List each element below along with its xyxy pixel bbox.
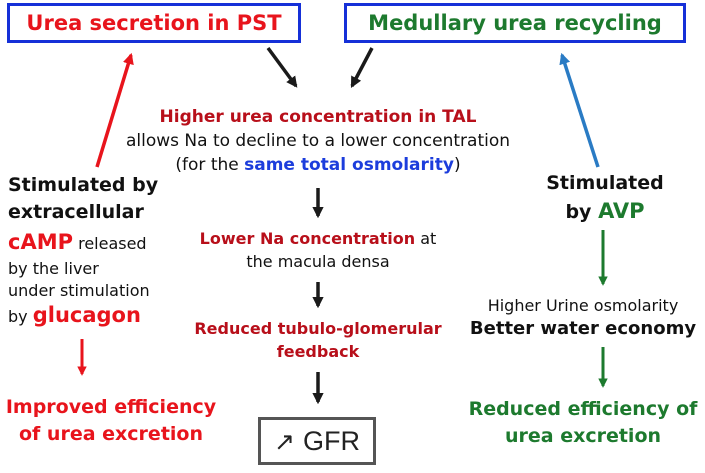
left-line-5: under stimulation xyxy=(8,281,150,300)
arrow-left-up xyxy=(95,52,134,168)
arrow-pst-to-center xyxy=(266,46,298,88)
medullary-urea-recycling-box: Medullary urea recycling xyxy=(344,3,686,43)
center-line-3-suffix: ) xyxy=(453,155,461,175)
left-line-6: by glucagon xyxy=(8,303,141,327)
left-by-text: by xyxy=(8,307,33,326)
left-line-3: cAMP released xyxy=(8,230,147,254)
arrow-recycling-to-center xyxy=(350,47,374,88)
medullary-urea-recycling-label: Medullary urea recycling xyxy=(368,11,662,35)
reduced-efficiency-line-2: urea excretion xyxy=(504,425,662,447)
left-line-1: Stimulated by xyxy=(8,174,159,196)
reduced-tgf-line-1: Reduced tubulo-glomerular xyxy=(194,319,442,338)
lower-na-line-2: the macula densa xyxy=(246,252,390,271)
reduced-efficiency-line-1: Reduced efficiency of xyxy=(468,398,698,420)
right-by-text: by xyxy=(565,201,599,223)
higher-urine-osmolarity: Higher Urine osmolarity xyxy=(487,296,679,315)
arrow-up-right-icon: ↗ xyxy=(274,426,295,456)
same-total-osmolarity-text: same total osmolarity xyxy=(244,155,454,175)
improved-efficiency-line-2: of urea excretion xyxy=(19,423,203,445)
improved-efficiency-line-1: Improved efficiency xyxy=(5,396,217,418)
right-line-2: by AVP xyxy=(535,199,675,223)
center-line-2: allows Na to decline to a lower concentr… xyxy=(125,131,511,151)
center-line-1: Higher urea concentration in TAL xyxy=(159,107,477,127)
urea-secretion-pst-box: Urea secretion in PST xyxy=(7,3,301,43)
left-line-2: extracellular xyxy=(8,201,144,223)
lower-na-rest: at xyxy=(415,229,437,248)
right-line-1: Stimulated xyxy=(546,172,664,194)
center-line-3-prefix: (for the xyxy=(175,155,245,175)
gfr-label: GFR xyxy=(302,425,360,456)
avp-text: AVP xyxy=(598,199,645,223)
gfr-box: ↗ GFR xyxy=(258,417,376,465)
camp-rest-text: released xyxy=(73,234,147,253)
lower-na-highlight: Lower Na concentration xyxy=(199,229,416,248)
reduced-tgf-line-2: feedback xyxy=(276,342,360,361)
better-water-economy: Better water economy xyxy=(469,318,697,339)
arrow-right-up xyxy=(559,52,600,168)
camp-text: cAMP xyxy=(8,230,73,254)
lower-na-line-1: Lower Na concentration at xyxy=(168,229,468,248)
urea-secretion-pst-label: Urea secretion in PST xyxy=(26,11,282,35)
left-line-4: by the liver xyxy=(8,259,99,278)
center-line-3: (for the same total osmolarity) xyxy=(100,155,536,175)
glucagon-text: glucagon xyxy=(32,303,141,327)
